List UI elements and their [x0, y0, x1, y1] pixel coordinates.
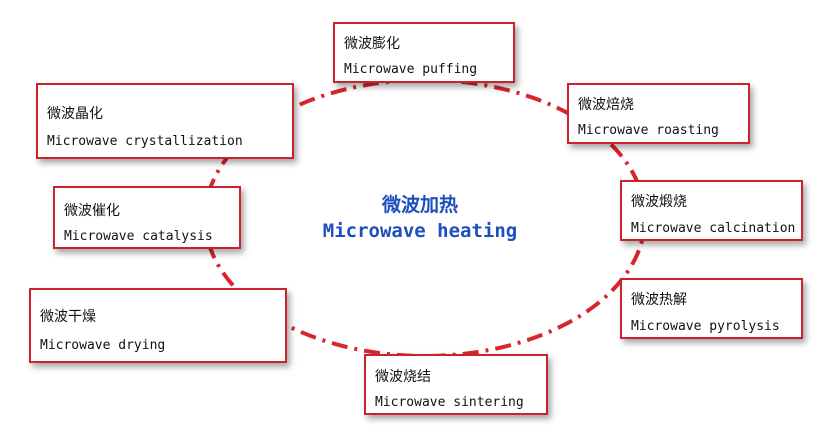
node-crystallization: 微波晶化 Microwave crystallization: [36, 83, 294, 159]
node-pyrolysis: 微波热解 Microwave pyrolysis: [620, 278, 803, 339]
node-drying-en: Microwave drying: [40, 338, 166, 353]
node-puffing-en: Microwave puffing: [344, 62, 478, 77]
node-pyrolysis-en: Microwave pyrolysis: [631, 319, 780, 334]
node-crystallization-zh: 微波晶化: [47, 106, 103, 122]
center-title-zh: 微波加热: [381, 194, 458, 216]
node-drying-zh: 微波干燥: [40, 309, 96, 325]
node-roasting-en: Microwave roasting: [578, 123, 719, 138]
node-sintering-en: Microwave sintering: [375, 395, 524, 410]
node-roasting: 微波焙烧 Microwave roasting: [567, 83, 750, 144]
node-puffing-zh: 微波膨化: [344, 36, 400, 52]
node-roasting-zh: 微波焙烧: [578, 97, 634, 113]
node-sintering: 微波烧结 Microwave sintering: [364, 354, 548, 415]
node-calcination-en: Microwave calcination: [631, 221, 796, 236]
node-calcination-zh: 微波煅烧: [631, 194, 687, 210]
node-catalysis-zh: 微波催化: [64, 203, 120, 219]
node-pyrolysis-zh: 微波热解: [631, 292, 687, 308]
node-calcination: 微波煅烧 Microwave calcination: [620, 180, 803, 241]
center-title-en: Microwave heating: [322, 220, 518, 242]
node-catalysis: 微波催化 Microwave catalysis: [53, 186, 241, 249]
node-drying: 微波干燥 Microwave drying: [29, 288, 287, 363]
node-catalysis-en: Microwave catalysis: [64, 229, 213, 244]
node-crystallization-en: Microwave crystallization: [47, 134, 243, 149]
node-puffing: 微波膨化 Microwave puffing: [333, 22, 515, 83]
node-sintering-zh: 微波烧结: [375, 369, 431, 385]
